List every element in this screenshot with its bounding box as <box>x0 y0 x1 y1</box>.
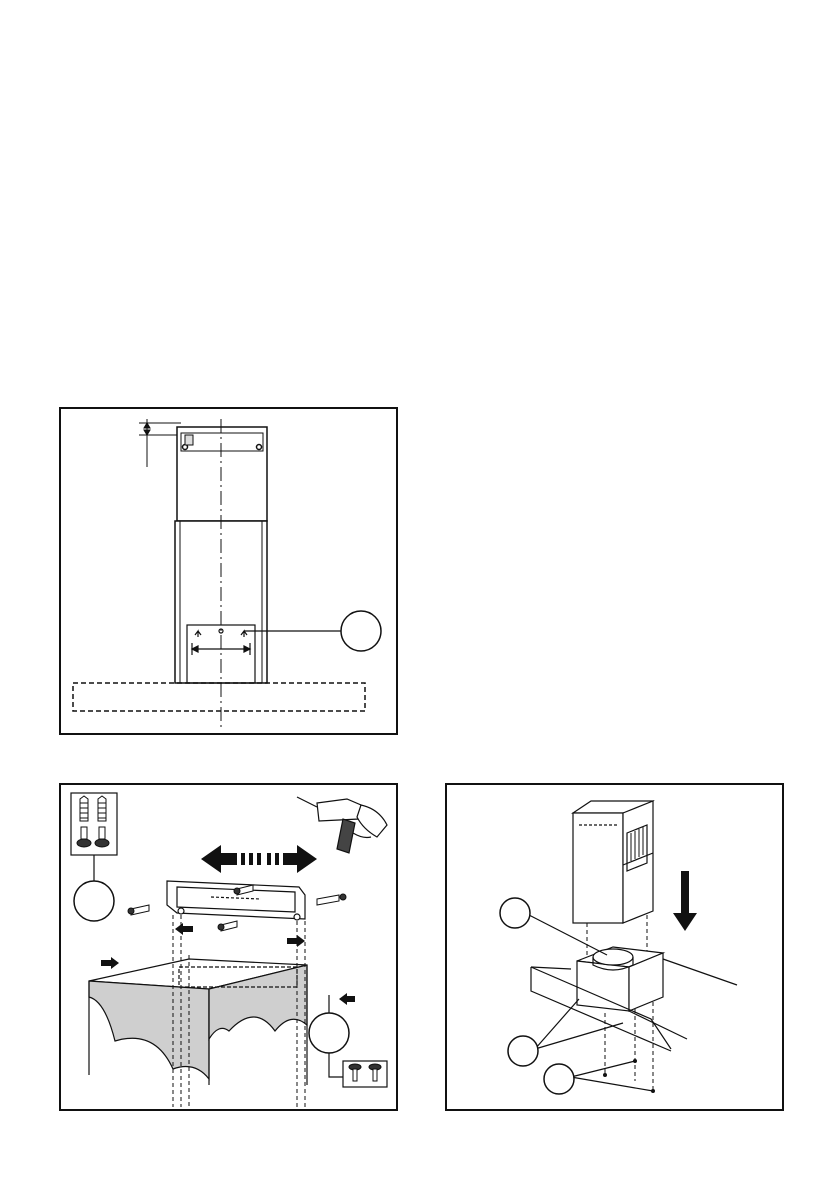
figure-chimney-fitting <box>445 783 784 1111</box>
fixings-kit <box>71 793 117 855</box>
double-arrow-icon <box>201 845 317 873</box>
ceiling-cabinet <box>89 959 307 1085</box>
callout-2 <box>309 1013 349 1053</box>
callout-1 <box>341 611 381 651</box>
figure-bracket-fixing <box>59 783 398 1111</box>
hob-outline <box>73 683 365 711</box>
callout-3 <box>544 1064 574 1094</box>
drill-icon <box>297 797 387 853</box>
wall-plug-icon <box>80 796 88 821</box>
chimney-section <box>573 801 653 923</box>
wall-plug-icon <box>98 796 106 821</box>
height-dimension-marks <box>139 419 181 467</box>
callout-1 <box>500 898 530 928</box>
mounting-bracket <box>167 881 305 920</box>
callout-2 <box>508 1036 538 1066</box>
motor-unit <box>577 947 663 1011</box>
figure-chimney-marking <box>59 407 398 735</box>
screw-icon <box>603 1059 655 1093</box>
upper-chimney <box>177 427 267 521</box>
callout-1 <box>74 881 114 921</box>
bracket-fixing-diagram <box>61 785 396 1109</box>
chimney-fitting-diagram <box>447 785 782 1109</box>
arrow-down-icon <box>673 871 697 931</box>
chimney-marking-diagram <box>61 409 396 733</box>
screw-box <box>343 1061 387 1087</box>
